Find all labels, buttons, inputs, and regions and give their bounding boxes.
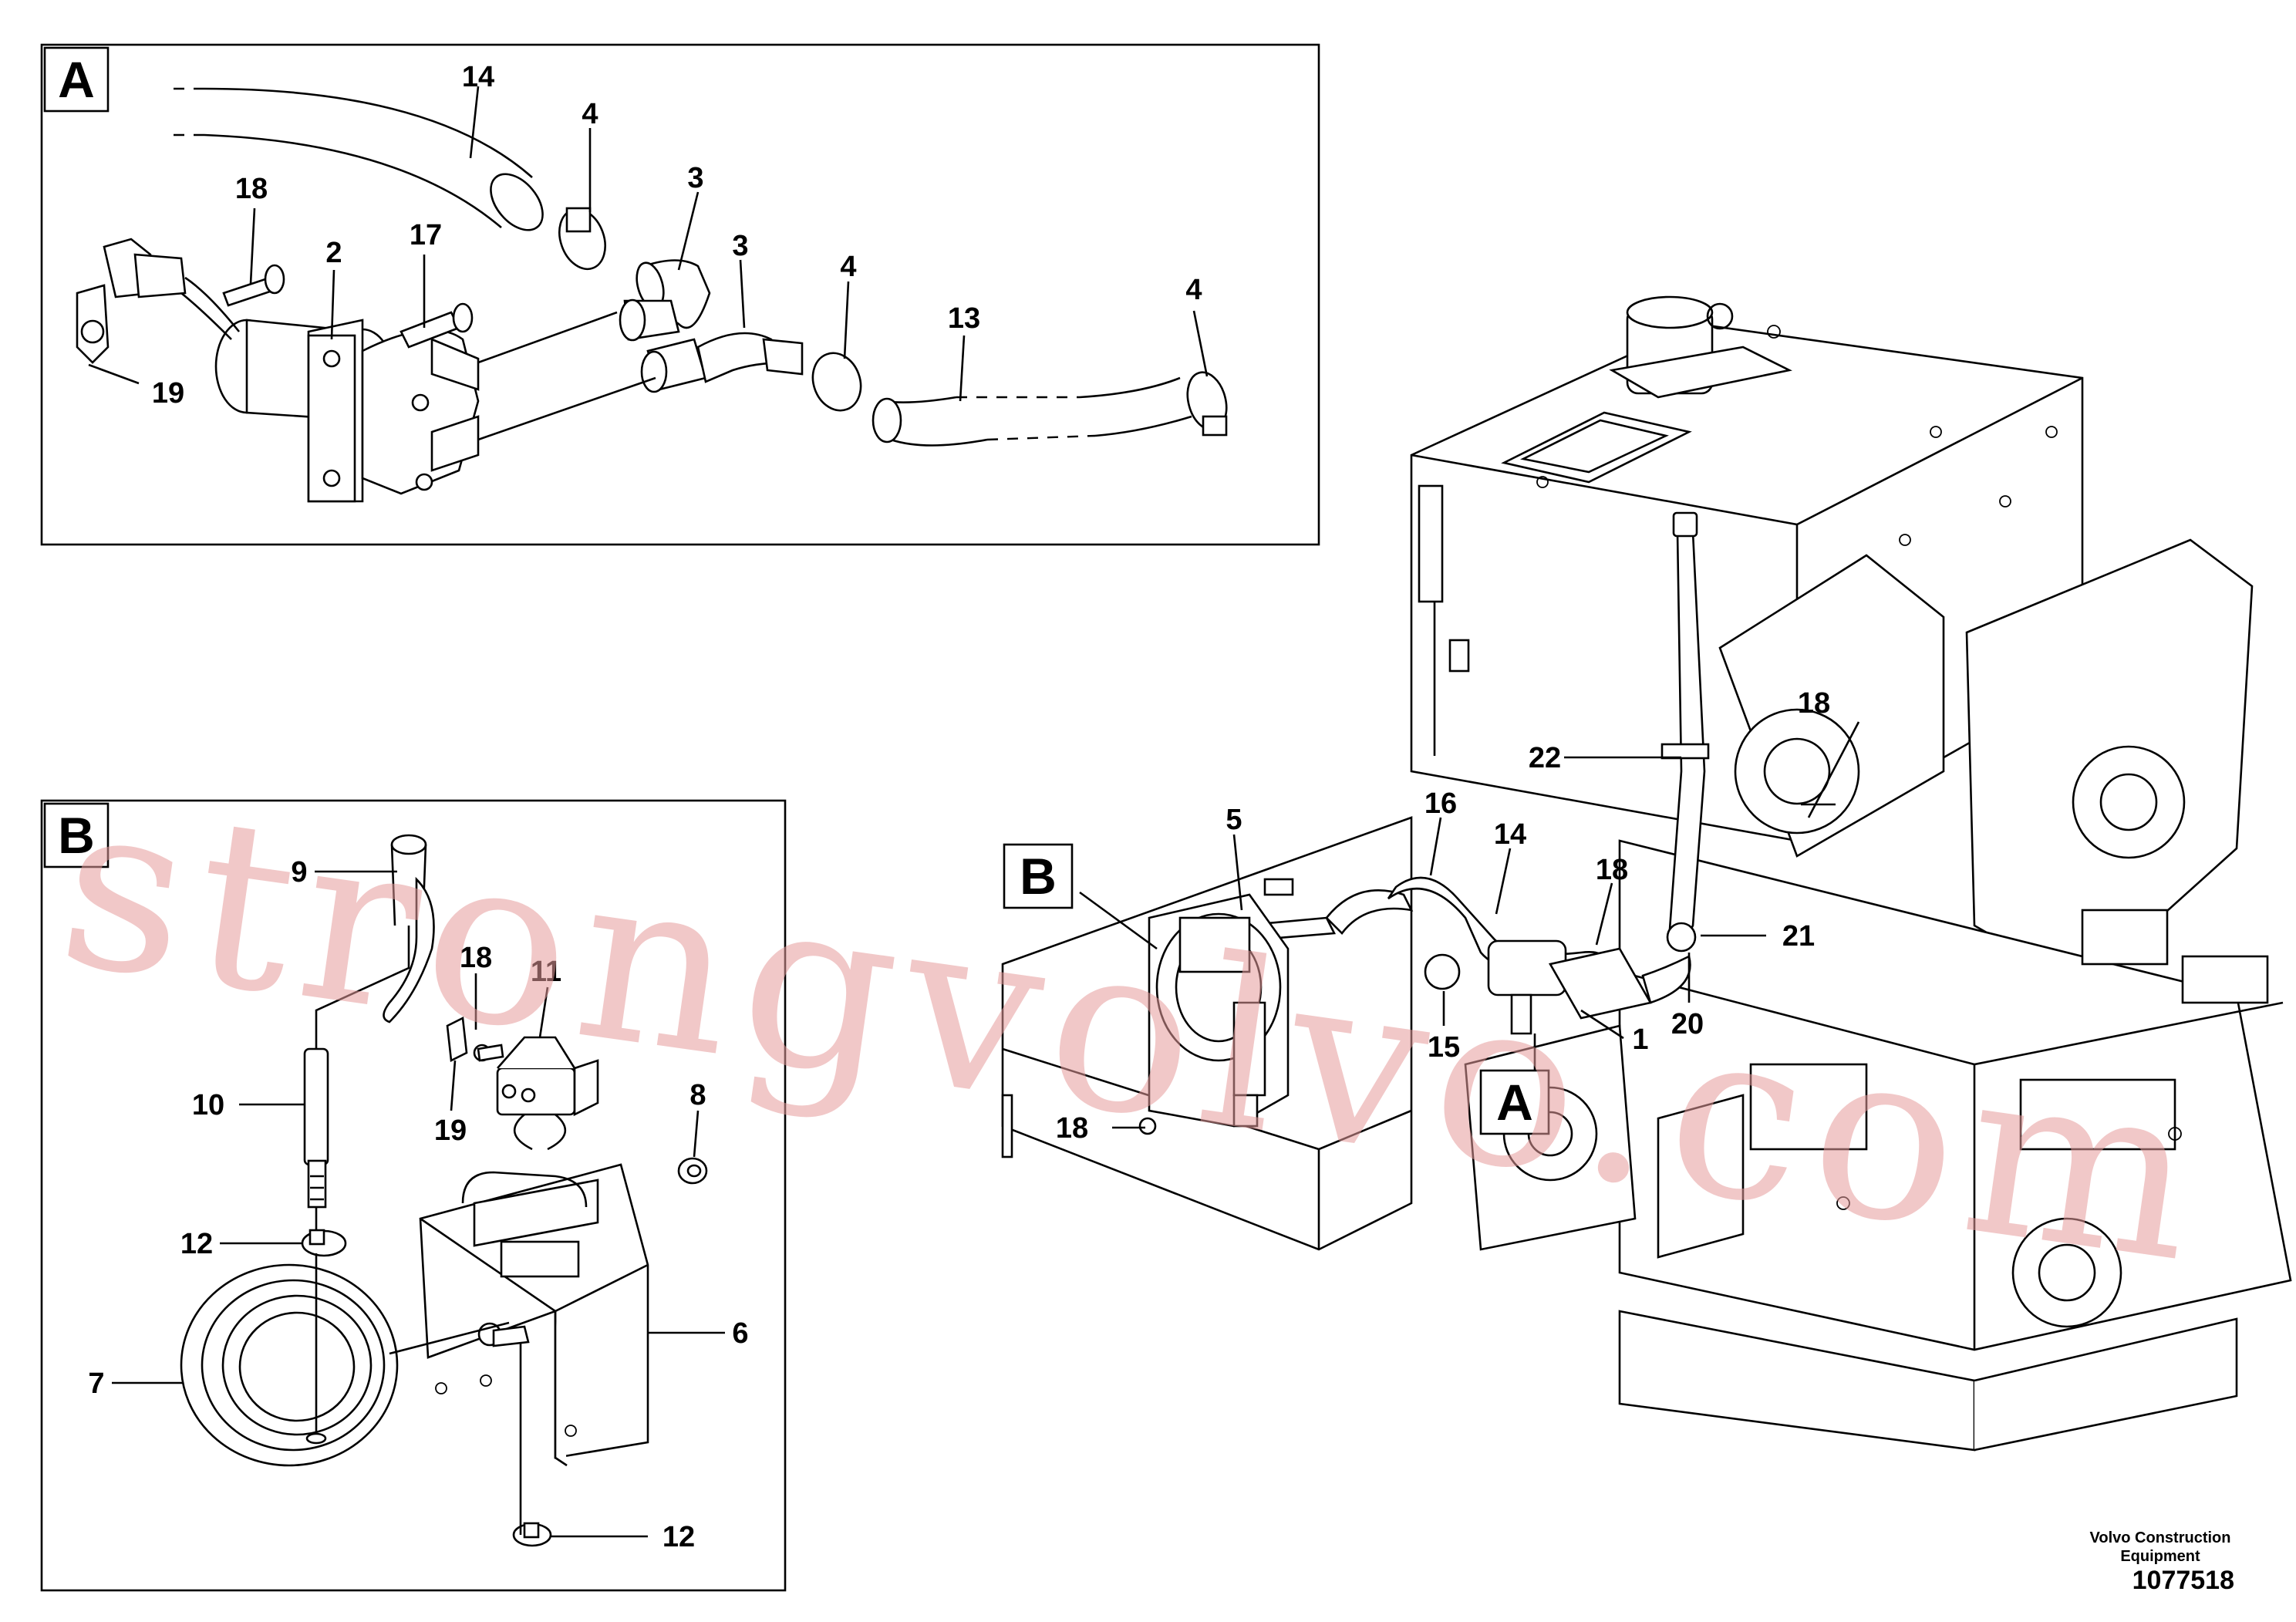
callout-4: 4 xyxy=(1185,274,1202,306)
callout-8: 8 xyxy=(689,1079,706,1111)
callout-1: 1 xyxy=(1632,1023,1648,1056)
main-leader-lines xyxy=(1079,721,1860,1129)
callout-5: 5 xyxy=(1226,804,1242,836)
detail-panel-a: A xyxy=(40,43,1320,546)
callout-20: 20 xyxy=(1671,1008,1704,1040)
callout-18: 18 xyxy=(1798,687,1830,720)
callout-16: 16 xyxy=(1424,787,1457,820)
callout-21: 21 xyxy=(1782,920,1815,953)
callout-18: 18 xyxy=(1056,1112,1088,1145)
view-marker-b-letter: B xyxy=(1020,848,1057,905)
view-marker-b: B xyxy=(1003,843,1074,909)
callout-18: 18 xyxy=(1596,854,1628,886)
panel-b-letter: B xyxy=(58,807,95,864)
callout-19: 19 xyxy=(434,1114,467,1147)
callout-7: 7 xyxy=(88,1367,104,1400)
callout-4: 4 xyxy=(582,98,598,130)
callout-19: 19 xyxy=(152,377,184,410)
detail-panel-b: B xyxy=(40,799,787,1592)
callout-12: 12 xyxy=(180,1228,213,1260)
callout-6: 6 xyxy=(732,1317,748,1350)
callout-2: 2 xyxy=(325,237,342,269)
callout-14: 14 xyxy=(462,61,494,93)
callout-3: 3 xyxy=(687,162,703,194)
callout-labels: 14 4 3 3 18 17 2 19 4 13 4 9 18 11 10 19… xyxy=(88,61,1830,1553)
callout-12: 12 xyxy=(663,1521,695,1553)
company-name: Volvo Construction Equipment xyxy=(2089,1529,2231,1565)
callout-9: 9 xyxy=(291,856,307,889)
callout-4: 4 xyxy=(840,251,856,283)
callout-15: 15 xyxy=(1428,1031,1460,1064)
callout-22: 22 xyxy=(1529,742,1561,774)
callout-17: 17 xyxy=(410,219,442,251)
document-number: 1077518 xyxy=(2132,1566,2234,1595)
panel-a-letter: A xyxy=(58,51,95,108)
watermark: strongvolvo.com xyxy=(46,748,2222,1315)
callout-14: 14 xyxy=(1494,818,1526,851)
callout-18: 18 xyxy=(460,942,492,974)
callout-18: 18 xyxy=(235,173,268,205)
view-marker-a-letter: A xyxy=(1496,1074,1533,1131)
callout-11: 11 xyxy=(531,956,561,988)
callout-10: 10 xyxy=(192,1089,224,1121)
callout-13: 13 xyxy=(948,302,980,335)
callout-3: 3 xyxy=(732,230,748,262)
view-marker-a: A xyxy=(1479,1069,1550,1135)
machine-frame-drawing xyxy=(1001,295,2292,1452)
